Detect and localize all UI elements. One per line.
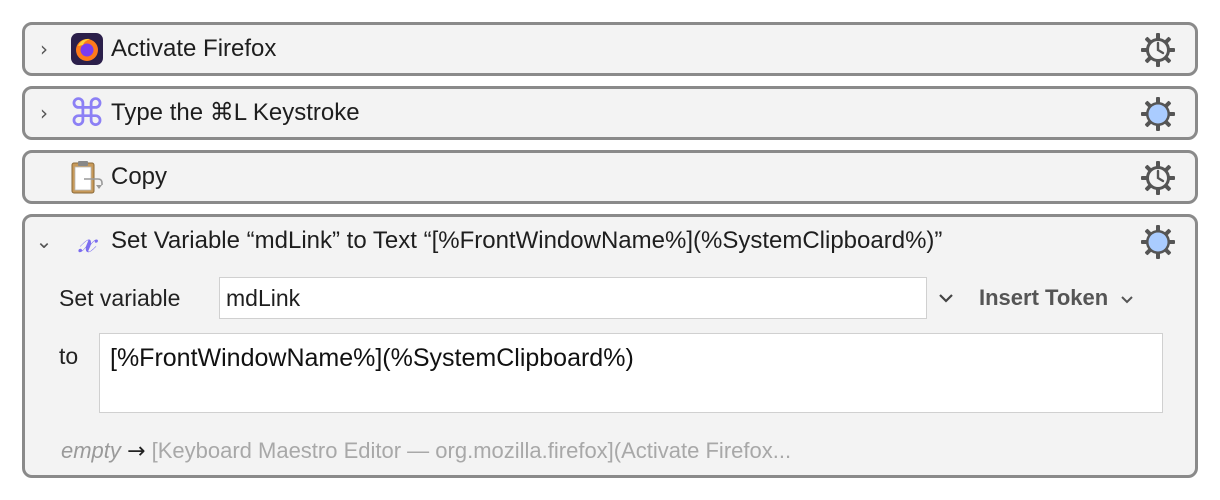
action-title: Set Variable “mdLink” to Text “[%FrontWi… [111,227,943,254]
gear-icon[interactable] [1139,31,1177,69]
command-key-icon: ⌘ [68,91,106,135]
action-title: Type the ⌘L Keystroke [111,99,360,126]
gear-icon[interactable] [1139,95,1177,133]
preview-empty-label: empty [61,438,121,463]
disclosure-chevron-icon[interactable]: › [40,37,48,61]
disclosure-chevron-icon[interactable]: ⌄ [35,229,53,253]
action-copy[interactable]: Copy [22,150,1198,204]
insert-token-label: Insert Token [979,285,1109,310]
gear-icon[interactable] [1139,223,1177,261]
insert-token-button[interactable]: Insert Token [979,277,1134,319]
action-activate-firefox[interactable]: › Activate Firefox [22,22,1198,76]
gear-icon[interactable] [1139,159,1177,197]
set-variable-label: Set variable [59,285,181,311]
text-value-textarea[interactable]: [%FrontWindowName%](%SystemClipboard%) [99,333,1163,413]
disclosure-chevron-icon[interactable]: › [40,101,48,125]
action-set-variable[interactable]: ⌄ 𝓍 Set Variable “mdLink” to Text “[%Fro… [22,214,1198,478]
to-label: to [59,343,79,369]
action-type-keystroke[interactable]: › ⌘ Type the ⌘L Keystroke [22,86,1198,140]
action-title: Activate Firefox [111,35,277,62]
preview-line: empty → [Keyboard Maestro Editor — org.m… [61,433,791,469]
variable-x-icon: 𝓍 [78,220,96,261]
chevron-down-icon [1121,296,1134,304]
variable-dropdown-chevron-icon[interactable] [931,277,961,319]
variable-name-input[interactable]: mdLink [219,277,927,319]
firefox-icon [69,31,105,67]
action-title: Copy [111,163,168,190]
preview-text: [Keyboard Maestro Editor — org.mozilla.f… [151,438,792,463]
arrow-right-icon: → [127,439,146,464]
clipboard-icon [69,159,105,195]
